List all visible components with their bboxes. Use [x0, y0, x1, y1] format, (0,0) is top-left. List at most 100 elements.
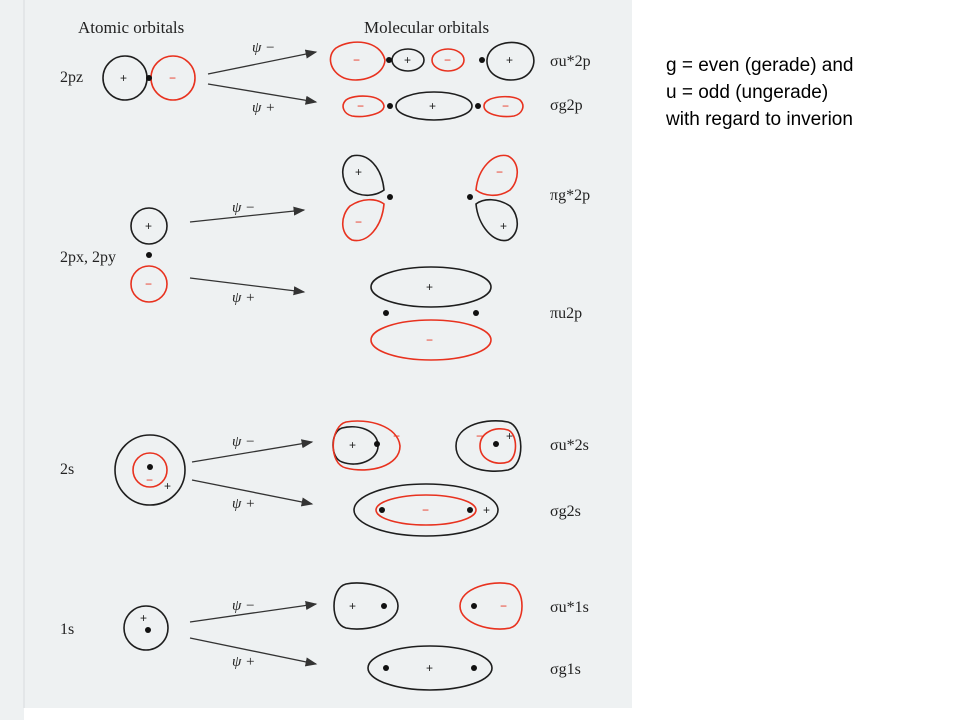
- sign-minus: −: [476, 429, 483, 443]
- nucleus-dot: [467, 194, 473, 200]
- sign-minus: −: [496, 165, 503, 179]
- atomic-orbitals-header: Atomic orbitals: [78, 18, 184, 37]
- sign-minus: −: [146, 473, 153, 487]
- lobe-negative-lower-left: [341, 198, 385, 242]
- nucleus-dot: [381, 603, 387, 609]
- inner-lobe-right: [479, 428, 517, 464]
- sign-plus: +: [429, 99, 436, 113]
- mo-sigma-u-star-1s: + −: [333, 582, 523, 630]
- psi-minus-label: ψ −: [252, 40, 275, 56]
- arrow-psi-minus-2pz: [207, 49, 318, 75]
- arrow-psi-minus-2pxy: [189, 206, 306, 223]
- sign-minus: −: [502, 99, 509, 113]
- mo-pi-g-star-2p: + − − +: [341, 154, 519, 242]
- mo-sigma-u-star-2s: + − − +: [332, 420, 522, 472]
- mo-label-pi-u-2p: πu2p: [550, 305, 582, 322]
- lobe-negative-right: [459, 582, 523, 630]
- psi-plus-label: ψ +: [232, 290, 255, 306]
- lobe-negative-left: [342, 95, 385, 118]
- sign-plus: +: [404, 53, 411, 67]
- lobe-positive: [367, 645, 493, 691]
- mo-label-pi-g-star-2p: πg*2p: [550, 187, 590, 204]
- sign-plus: +: [426, 661, 433, 675]
- mo-label-sigma-g-2s: σg2s: [550, 503, 581, 520]
- sign-plus: +: [500, 219, 507, 233]
- nucleus-dot: [383, 310, 389, 316]
- atomic-label-2s: 2s: [60, 461, 74, 478]
- atomic-orbital-1s: 1s +: [60, 605, 169, 651]
- psi-minus-label: ψ −: [232, 434, 255, 450]
- nucleus-dot: [379, 507, 385, 513]
- mo-label-sigma-u-star-2s: σu*2s: [550, 437, 589, 454]
- mo-label-sigma-u-star-1s: σu*1s: [550, 599, 589, 616]
- outer-lobe-positive: [114, 434, 186, 506]
- psi-plus-label: ψ +: [232, 496, 255, 512]
- molecular-orbitals-header: Molecular orbitals: [364, 18, 489, 37]
- sign-plus: +: [164, 479, 171, 493]
- lobe-positive: [123, 605, 169, 651]
- sign-minus: −: [355, 215, 362, 229]
- lobe-positive-upper: [370, 266, 492, 308]
- nucleus-dot: [374, 441, 380, 447]
- nucleus-dot: [147, 464, 153, 470]
- sign-minus: −: [426, 333, 433, 347]
- mo-sigma-g-1s: +: [367, 645, 493, 691]
- sign-minus: −: [353, 53, 360, 67]
- sign-plus: +: [355, 165, 362, 179]
- sign-plus: +: [120, 71, 127, 85]
- mo-pi-u-2p: + −: [370, 266, 492, 361]
- arrow-psi-minus-2s: [191, 439, 314, 463]
- nucleus-dot: [145, 627, 151, 633]
- lobe-negative-left: [329, 41, 386, 81]
- scanned-figure-background: [0, 0, 632, 720]
- atomic-orbital-2s: 2s − +: [60, 434, 186, 506]
- atomic-orbital-2pz: 2pz + −: [60, 55, 196, 101]
- psi-plus-label: ψ +: [252, 100, 275, 116]
- nucleus-dot: [467, 507, 473, 513]
- inner-lobe-negative: [375, 494, 477, 526]
- sign-plus: +: [349, 438, 356, 452]
- atomic-label-2px-2py: 2px, 2py: [60, 249, 116, 266]
- inner-lobe-negative: [132, 452, 168, 488]
- psi-plus-label: ψ +: [232, 654, 255, 670]
- psi-minus-label: ψ −: [232, 598, 255, 614]
- arrow-psi-plus-2s: [191, 479, 314, 507]
- nucleus-dot: [475, 103, 481, 109]
- psi-minus-label: ψ −: [232, 200, 255, 216]
- lobe-positive-right: [486, 41, 535, 81]
- gerade-ungerade-note: g = even (gerade) and u = odd (ungerade)…: [666, 52, 946, 133]
- lobe-negative-right: [483, 95, 524, 118]
- mo-label-sigma-g-1s: σg1s: [550, 661, 581, 678]
- atomic-orbital-2px-2py: 2px, 2py + −: [60, 207, 168, 303]
- arrow-psi-plus-2pz: [207, 83, 318, 105]
- lobe-positive-upper-left: [341, 154, 385, 197]
- sign-plus: +: [506, 53, 513, 67]
- nucleus-dot: [146, 75, 152, 81]
- sign-plus: +: [349, 599, 356, 613]
- arrow-psi-plus-2pxy: [189, 277, 306, 296]
- sign-minus: −: [393, 429, 400, 443]
- sign-minus: −: [169, 71, 176, 85]
- lobe-positive-center: [395, 91, 473, 121]
- mo-sigma-g-2s: − +: [353, 483, 499, 537]
- note-line-gerade: g = even (gerade) and: [666, 55, 854, 76]
- note-line-inversion: with regard to inverion: [666, 109, 853, 130]
- nucleus-dot: [386, 57, 392, 63]
- lobe-positive: [130, 207, 168, 245]
- atomic-label-2pz: 2pz: [60, 69, 83, 86]
- atomic-label-1s: 1s: [60, 621, 74, 638]
- sign-plus: +: [140, 611, 147, 625]
- sign-minus: −: [444, 53, 451, 67]
- sign-plus: +: [145, 219, 152, 233]
- lobe-negative-inner-right: [431, 48, 465, 72]
- sign-plus: +: [483, 503, 490, 517]
- mo-sigma-g-2p: − + −: [342, 91, 524, 121]
- sign-minus: −: [422, 503, 429, 517]
- nucleus-dot: [383, 665, 389, 671]
- arrow-psi-minus-1s: [189, 600, 318, 623]
- outer-lobe-right: [455, 420, 522, 472]
- sign-minus: −: [357, 99, 364, 113]
- sign-minus: −: [500, 599, 507, 613]
- sign-minus: −: [145, 277, 152, 291]
- inner-lobe-left: [332, 420, 401, 471]
